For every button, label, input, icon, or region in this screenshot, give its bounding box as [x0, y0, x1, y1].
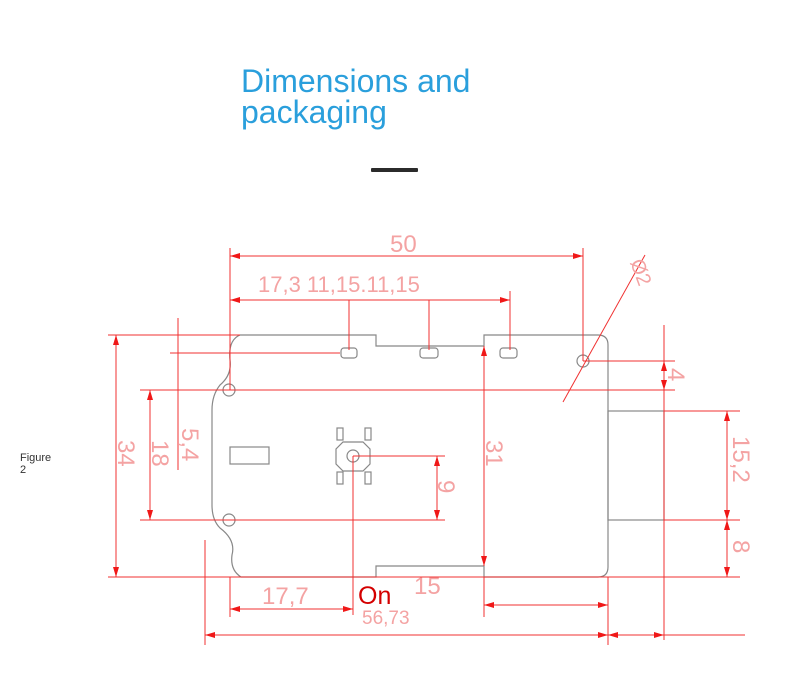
led-footprint: [229, 446, 270, 465]
dim-button-9: 9: [432, 480, 459, 493]
title-divider: [371, 168, 418, 172]
title-line-2: packaging: [241, 94, 387, 130]
dim-offset-17-7: 17,7: [262, 583, 309, 610]
button-on-label: On: [358, 582, 391, 610]
dim-connector-spacing: 17,3 11,15.11,15: [258, 272, 420, 297]
dim-connector-15-2: 15,2: [727, 436, 754, 483]
dim-height-31: 31: [480, 440, 507, 467]
dim-width-50: 50: [390, 231, 417, 258]
dim-total-56-73: 56,73: [362, 608, 410, 629]
figure-caption: Figure 2: [20, 452, 60, 476]
dimension-lines: [108, 248, 745, 645]
section-title: Dimensions and packaging: [241, 63, 471, 130]
dim-height-34: 34: [112, 440, 139, 467]
dim-offset-8: 8: [727, 540, 754, 553]
dim-offset-5-4: 5,4: [176, 428, 203, 461]
dim-hole-spacing-18: 18: [146, 440, 173, 467]
dim-diameter: Ø2: [625, 256, 655, 289]
dim-width-15: 15: [414, 573, 441, 600]
caption-line-2: 2: [20, 464, 27, 476]
dim-offset-4: 4: [662, 368, 689, 381]
side-connector: [607, 410, 665, 521]
caption-line-1: Figure: [20, 452, 52, 464]
title-line-1: Dimensions and: [241, 63, 471, 99]
